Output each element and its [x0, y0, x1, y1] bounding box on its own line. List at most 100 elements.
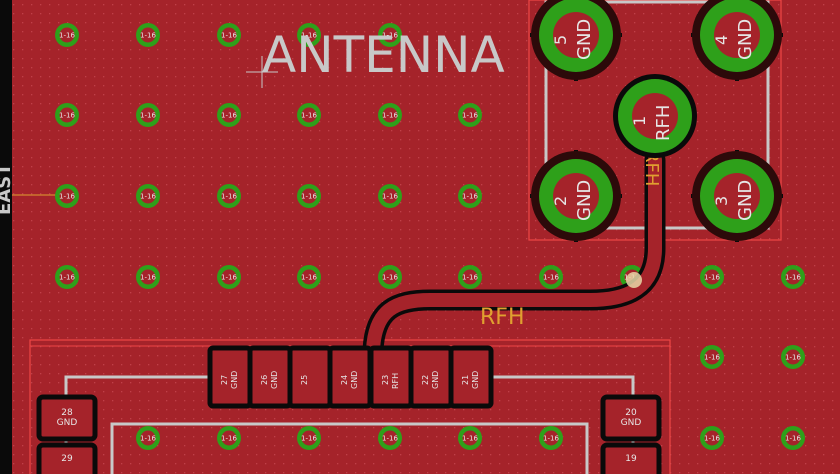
- via[interactable]: 1-16: [378, 103, 402, 127]
- via[interactable]: 1-16: [378, 265, 402, 289]
- module-pad-number: 23: [381, 375, 390, 385]
- via[interactable]: 1-16: [217, 426, 241, 450]
- via[interactable]: 1-16: [136, 426, 160, 450]
- module-corner-pad-net: GND: [57, 418, 78, 428]
- connector-pad-net: GND: [574, 180, 595, 221]
- via-label: 1-16: [382, 435, 398, 443]
- via[interactable]: 1-16: [700, 426, 724, 450]
- module-pad-25[interactable]: 25: [287, 345, 333, 409]
- via[interactable]: 1-16: [217, 184, 241, 208]
- via[interactable]: 1-16: [458, 184, 482, 208]
- via[interactable]: 1-16: [217, 23, 241, 47]
- via[interactable]: 1-16: [217, 265, 241, 289]
- via-label: 1-16: [140, 193, 156, 201]
- via[interactable]: 1-16: [781, 265, 805, 289]
- via[interactable]: 1-16: [297, 265, 321, 289]
- via[interactable]: 1-16: [539, 265, 563, 289]
- via[interactable]: 1-16: [297, 103, 321, 127]
- via[interactable]: 1-16: [539, 426, 563, 450]
- via-label: 1-16: [59, 112, 75, 120]
- rf-trace-label: RFH: [480, 305, 524, 330]
- via[interactable]: 1-16: [136, 23, 160, 47]
- connector-pad-net: RFH: [653, 105, 674, 141]
- via[interactable]: 1-16: [55, 23, 79, 47]
- via[interactable]: 1-16: [378, 426, 402, 450]
- via-label: 1-16: [462, 112, 478, 120]
- module-pad-number: 21: [461, 375, 470, 385]
- via-label: 1-16: [301, 112, 317, 120]
- board-edge: [0, 0, 12, 474]
- via[interactable]: 1-16: [55, 184, 79, 208]
- module-pad-number: 27: [220, 375, 229, 385]
- connector-pad-2[interactable]: 2 GND: [530, 150, 622, 242]
- via[interactable]: 1-16: [781, 426, 805, 450]
- via[interactable]: 1-16: [217, 103, 241, 127]
- module-pad-number: 24: [340, 375, 349, 385]
- module-pad-number: 26: [260, 375, 269, 385]
- module-corner-pad-number: 20: [625, 408, 637, 418]
- via[interactable]: 1-16: [458, 103, 482, 127]
- via[interactable]: 1-16: [136, 184, 160, 208]
- via[interactable]: 1-16: [781, 345, 805, 369]
- via[interactable]: 1-16: [297, 426, 321, 450]
- side-label: EAST: [0, 163, 15, 215]
- module-corner-pad-below: 29: [61, 454, 73, 464]
- via-label: 1-16: [382, 274, 398, 282]
- via[interactable]: 1-16: [458, 265, 482, 289]
- via-label: 1-16: [221, 435, 237, 443]
- via-label: 1-16: [140, 274, 156, 282]
- connector-pad-number: 2: [551, 196, 570, 206]
- module-pad-net: GND: [431, 371, 440, 389]
- via-label: 1-16: [301, 274, 317, 282]
- via-label: 1-16: [59, 32, 75, 40]
- connector-pad-number: 5: [551, 35, 570, 45]
- via[interactable]: 1-16: [297, 184, 321, 208]
- connector-pad-number: 4: [712, 35, 731, 45]
- via[interactable]: 1-16: [136, 265, 160, 289]
- via-label: 1-16: [301, 193, 317, 201]
- connector-pad-number: 3: [712, 196, 731, 206]
- via-label: 1-16: [140, 32, 156, 40]
- via[interactable]: 1-16: [378, 23, 402, 47]
- rf-trace[interactable]: [366, 153, 662, 357]
- via-label: 1-16: [382, 193, 398, 201]
- via[interactable]: 1-16: [458, 426, 482, 450]
- via-field: 1-16 1-16 1-16 1-16 1-16 1-16 1-16 1-16 1-16 1-16…: [55, 23, 805, 450]
- via-label: 1-16: [301, 435, 317, 443]
- connector-pad-4[interactable]: 4 GND: [691, 0, 783, 81]
- connector-pad-net: GND: [735, 19, 756, 60]
- via-label: 1-16: [543, 435, 559, 443]
- via[interactable]: 1-16: [297, 23, 321, 47]
- via[interactable]: 1-16: [700, 345, 724, 369]
- via[interactable]: 1-16: [378, 184, 402, 208]
- via[interactable]: 1-16: [55, 103, 79, 127]
- via-label: 1-16: [382, 112, 398, 120]
- via-label: 1-16: [59, 193, 75, 201]
- via-label: 1-16: [785, 354, 801, 362]
- via[interactable]: 1-16: [700, 265, 724, 289]
- cursor-marker: [626, 272, 642, 288]
- module-corner-pad-net: GND: [621, 418, 642, 428]
- module-pad-net: RFH: [391, 373, 400, 389]
- via-label: 1-16: [59, 274, 75, 282]
- module-pad-number: 25: [300, 375, 309, 385]
- via-label: 1-16: [462, 435, 478, 443]
- via[interactable]: 1-16: [136, 103, 160, 127]
- via-label: 1-16: [221, 32, 237, 40]
- module-silkscreen-inner: [110, 422, 589, 474]
- via[interactable]: 1-16: [55, 265, 79, 289]
